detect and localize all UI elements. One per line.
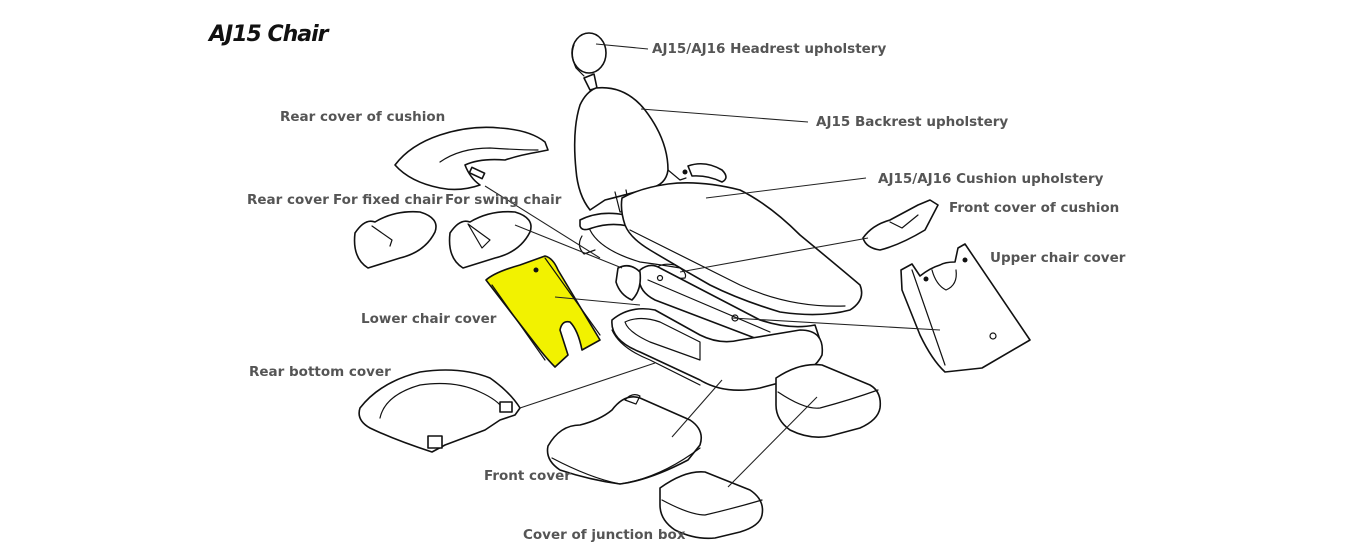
- lower-chair-cover-part: [485, 255, 601, 368]
- label-lower-chair-cover: Lower chair cover: [361, 311, 497, 327]
- label-for-swing-chair: For swing chair: [445, 192, 562, 208]
- label-cushion-upholstery: AJ15/AJ16 Cushion upholstery: [878, 171, 1104, 187]
- label-front-cover-of-cushion: Front cover of cushion: [949, 200, 1120, 216]
- base-bottom: [611, 307, 824, 391]
- label-upper-chair-cover: Upper chair cover: [990, 250, 1126, 266]
- label-rear-cover: Rear cover: [247, 192, 329, 208]
- label-cover-of-junction-box: Cover of junction box: [523, 527, 686, 543]
- headrest-part: [571, 32, 607, 91]
- cushion-part: [620, 182, 863, 316]
- label-rear-bottom-cover: Rear bottom cover: [249, 364, 391, 380]
- rear-cover-of-cushion-part: [394, 126, 549, 191]
- label-rear-cover-of-cushion: Rear cover of cushion: [280, 109, 446, 125]
- junction-box-cover-part: [659, 363, 882, 540]
- rear-cover-fixed-part: [353, 210, 437, 269]
- label-front-cover: Front cover: [484, 468, 571, 484]
- front-cover-of-cushion-part: [862, 199, 939, 251]
- leader-lines: [484, 43, 941, 488]
- diagram-title: AJ15 Chair: [209, 22, 329, 47]
- rear-cover-swing-part: [448, 210, 532, 269]
- label-for-fixed-chair: For fixed chair: [333, 192, 443, 208]
- label-backrest-upholstery: AJ15 Backrest upholstery: [816, 114, 1009, 130]
- rear-bottom-cover-part: [358, 369, 521, 453]
- backrest-part: [573, 86, 727, 213]
- upper-chair-cover-part: [900, 243, 1031, 373]
- front-cover-part: [546, 394, 703, 485]
- label-headrest-upholstery: AJ15/AJ16 Headrest upholstery: [652, 41, 887, 57]
